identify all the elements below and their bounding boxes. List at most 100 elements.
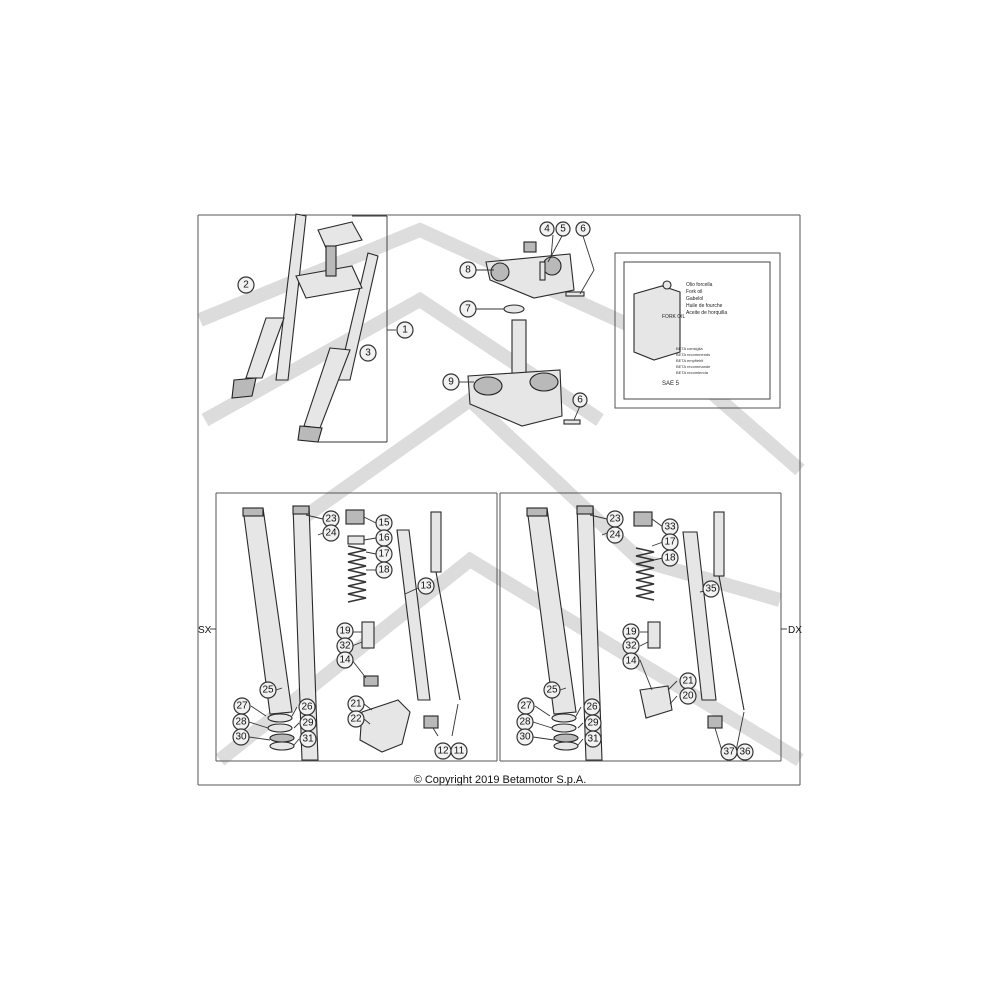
svg-text:4: 4: [544, 224, 550, 235]
dx-callout-30[interactable]: 30: [516, 728, 534, 746]
dx-callout-20[interactable]: 20: [679, 687, 697, 705]
dx-callout-14[interactable]: 14: [622, 652, 640, 670]
svg-text:2: 2: [243, 280, 249, 291]
sx-callout-11[interactable]: 11: [450, 742, 468, 760]
sx-callout-21[interactable]: 21: [347, 695, 365, 713]
svg-text:5: 5: [560, 224, 566, 235]
oil-grade: SAE 5: [662, 381, 680, 387]
dx-callout-24[interactable]: 24: [606, 526, 624, 544]
callout-7[interactable]: 7: [459, 300, 477, 318]
svg-text:33: 33: [664, 522, 676, 533]
callout-2[interactable]: 2: [237, 276, 255, 294]
dx-damper-rod: [713, 511, 745, 711]
svg-text:8: 8: [465, 265, 471, 276]
svg-text:6: 6: [577, 395, 583, 406]
sx-bushing: [363, 675, 379, 687]
dx-callout-36[interactable]: 36: [736, 743, 754, 761]
callout-4[interactable]: 4: [539, 221, 555, 237]
triple-clamp-bottom-with-stem: [467, 319, 563, 427]
dx-callout-21[interactable]: 21: [679, 672, 697, 690]
oil-sub-line-4: BETA recommande: [676, 364, 711, 369]
callout-9[interactable]: 9: [442, 373, 460, 391]
svg-text:30: 30: [519, 732, 531, 743]
svg-text:29: 29: [587, 718, 599, 729]
callout-1[interactable]: 1: [396, 321, 414, 339]
dx-callout-35[interactable]: 35: [702, 580, 720, 598]
svg-text:12: 12: [437, 746, 449, 757]
sx-callout-23[interactable]: 23: [322, 510, 340, 528]
oil-sub-line-1: BETA consiglia: [676, 346, 703, 351]
svg-text:22: 22: [350, 714, 362, 725]
svg-text:27: 27: [236, 701, 248, 712]
dx-callout-28[interactable]: 28: [516, 713, 534, 731]
callout-6-bottom[interactable]: 6: [572, 392, 588, 408]
dx-callout-37[interactable]: 37: [720, 743, 738, 761]
sx-callout-28[interactable]: 28: [232, 713, 250, 731]
clamp-bolts: [539, 261, 585, 425]
sx-callout-17[interactable]: 17: [375, 545, 393, 563]
sx-callout-25[interactable]: 25: [259, 681, 277, 699]
dx-callout-23[interactable]: 23: [606, 510, 624, 528]
sx-callout-24[interactable]: 24: [322, 524, 340, 542]
copyright-text: © Copyright 2019 Betamotor S.p.A.: [414, 774, 587, 786]
svg-text:28: 28: [519, 717, 531, 728]
dx-preload-tube: [647, 621, 661, 649]
callout-6-top[interactable]: 6: [575, 221, 591, 237]
dx-callout-17[interactable]: 17: [661, 533, 679, 551]
side-label-right: DX: [788, 625, 802, 636]
svg-text:23: 23: [325, 514, 337, 525]
sx-callout-19[interactable]: 19: [336, 622, 354, 640]
svg-text:19: 19: [339, 626, 351, 637]
triple-clamp-top: [485, 241, 575, 299]
dx-outer-tube: [526, 507, 577, 715]
sx-spring: [347, 545, 367, 603]
dx-callout-25[interactable]: 25: [543, 681, 561, 699]
svg-text:30: 30: [235, 732, 247, 743]
sx-callout-13[interactable]: 13: [417, 577, 435, 595]
svg-text:3: 3: [365, 348, 371, 359]
callout-5[interactable]: 5: [555, 221, 571, 237]
oil-sub-line-2: BETA recommends: [676, 352, 710, 357]
sx-callout-18[interactable]: 18: [375, 561, 393, 579]
svg-text:15: 15: [378, 518, 390, 529]
sx-callout-30[interactable]: 30: [232, 728, 250, 746]
svg-text:31: 31: [587, 734, 599, 745]
fork-assembly: [231, 213, 379, 443]
dx-callout-18[interactable]: 18: [661, 549, 679, 567]
sx-callout-14[interactable]: 14: [336, 651, 354, 669]
sx-callout-29[interactable]: 29: [299, 714, 317, 732]
dx-callout-33[interactable]: 33: [661, 518, 679, 536]
svg-text:18: 18: [378, 565, 390, 576]
callout-8[interactable]: 8: [459, 261, 477, 279]
svg-text:21: 21: [682, 676, 694, 687]
sx-callout-26[interactable]: 26: [298, 698, 316, 716]
svg-text:20: 20: [682, 691, 694, 702]
svg-text:14: 14: [339, 655, 351, 666]
sx-callout-27[interactable]: 27: [233, 697, 251, 715]
svg-text:16: 16: [378, 533, 390, 544]
sx-callout-12[interactable]: 12: [434, 742, 452, 760]
dx-callout-32[interactable]: 32: [622, 637, 640, 655]
sx-callout-31[interactable]: 31: [299, 730, 317, 748]
oil-sub-line-3: BETA empfiehlt: [676, 358, 704, 363]
sx-callout-15[interactable]: 15: [375, 514, 393, 532]
o-ring: [503, 304, 525, 314]
dx-callout-31[interactable]: 31: [584, 730, 602, 748]
svg-text:23: 23: [609, 514, 621, 525]
svg-text:36: 36: [739, 747, 751, 758]
oil-sub-line-5: BETA recomienda: [676, 370, 709, 375]
sx-preload-tube: [361, 621, 375, 649]
sx-cartridge-tube: [396, 529, 431, 701]
sx-outer-tube: [242, 507, 293, 715]
sx-callout-16[interactable]: 16: [375, 529, 393, 547]
dx-callout-27[interactable]: 27: [517, 697, 535, 715]
svg-text:17: 17: [664, 537, 676, 548]
sx-callout-22[interactable]: 22: [347, 710, 365, 728]
dx-callout-29[interactable]: 29: [584, 714, 602, 732]
svg-text:13: 13: [420, 581, 432, 592]
dx-top-cap: [633, 511, 653, 527]
callout-3[interactable]: 3: [359, 344, 377, 362]
dx-callout-26[interactable]: 26: [583, 698, 601, 716]
side-label-left: SX: [198, 625, 212, 636]
